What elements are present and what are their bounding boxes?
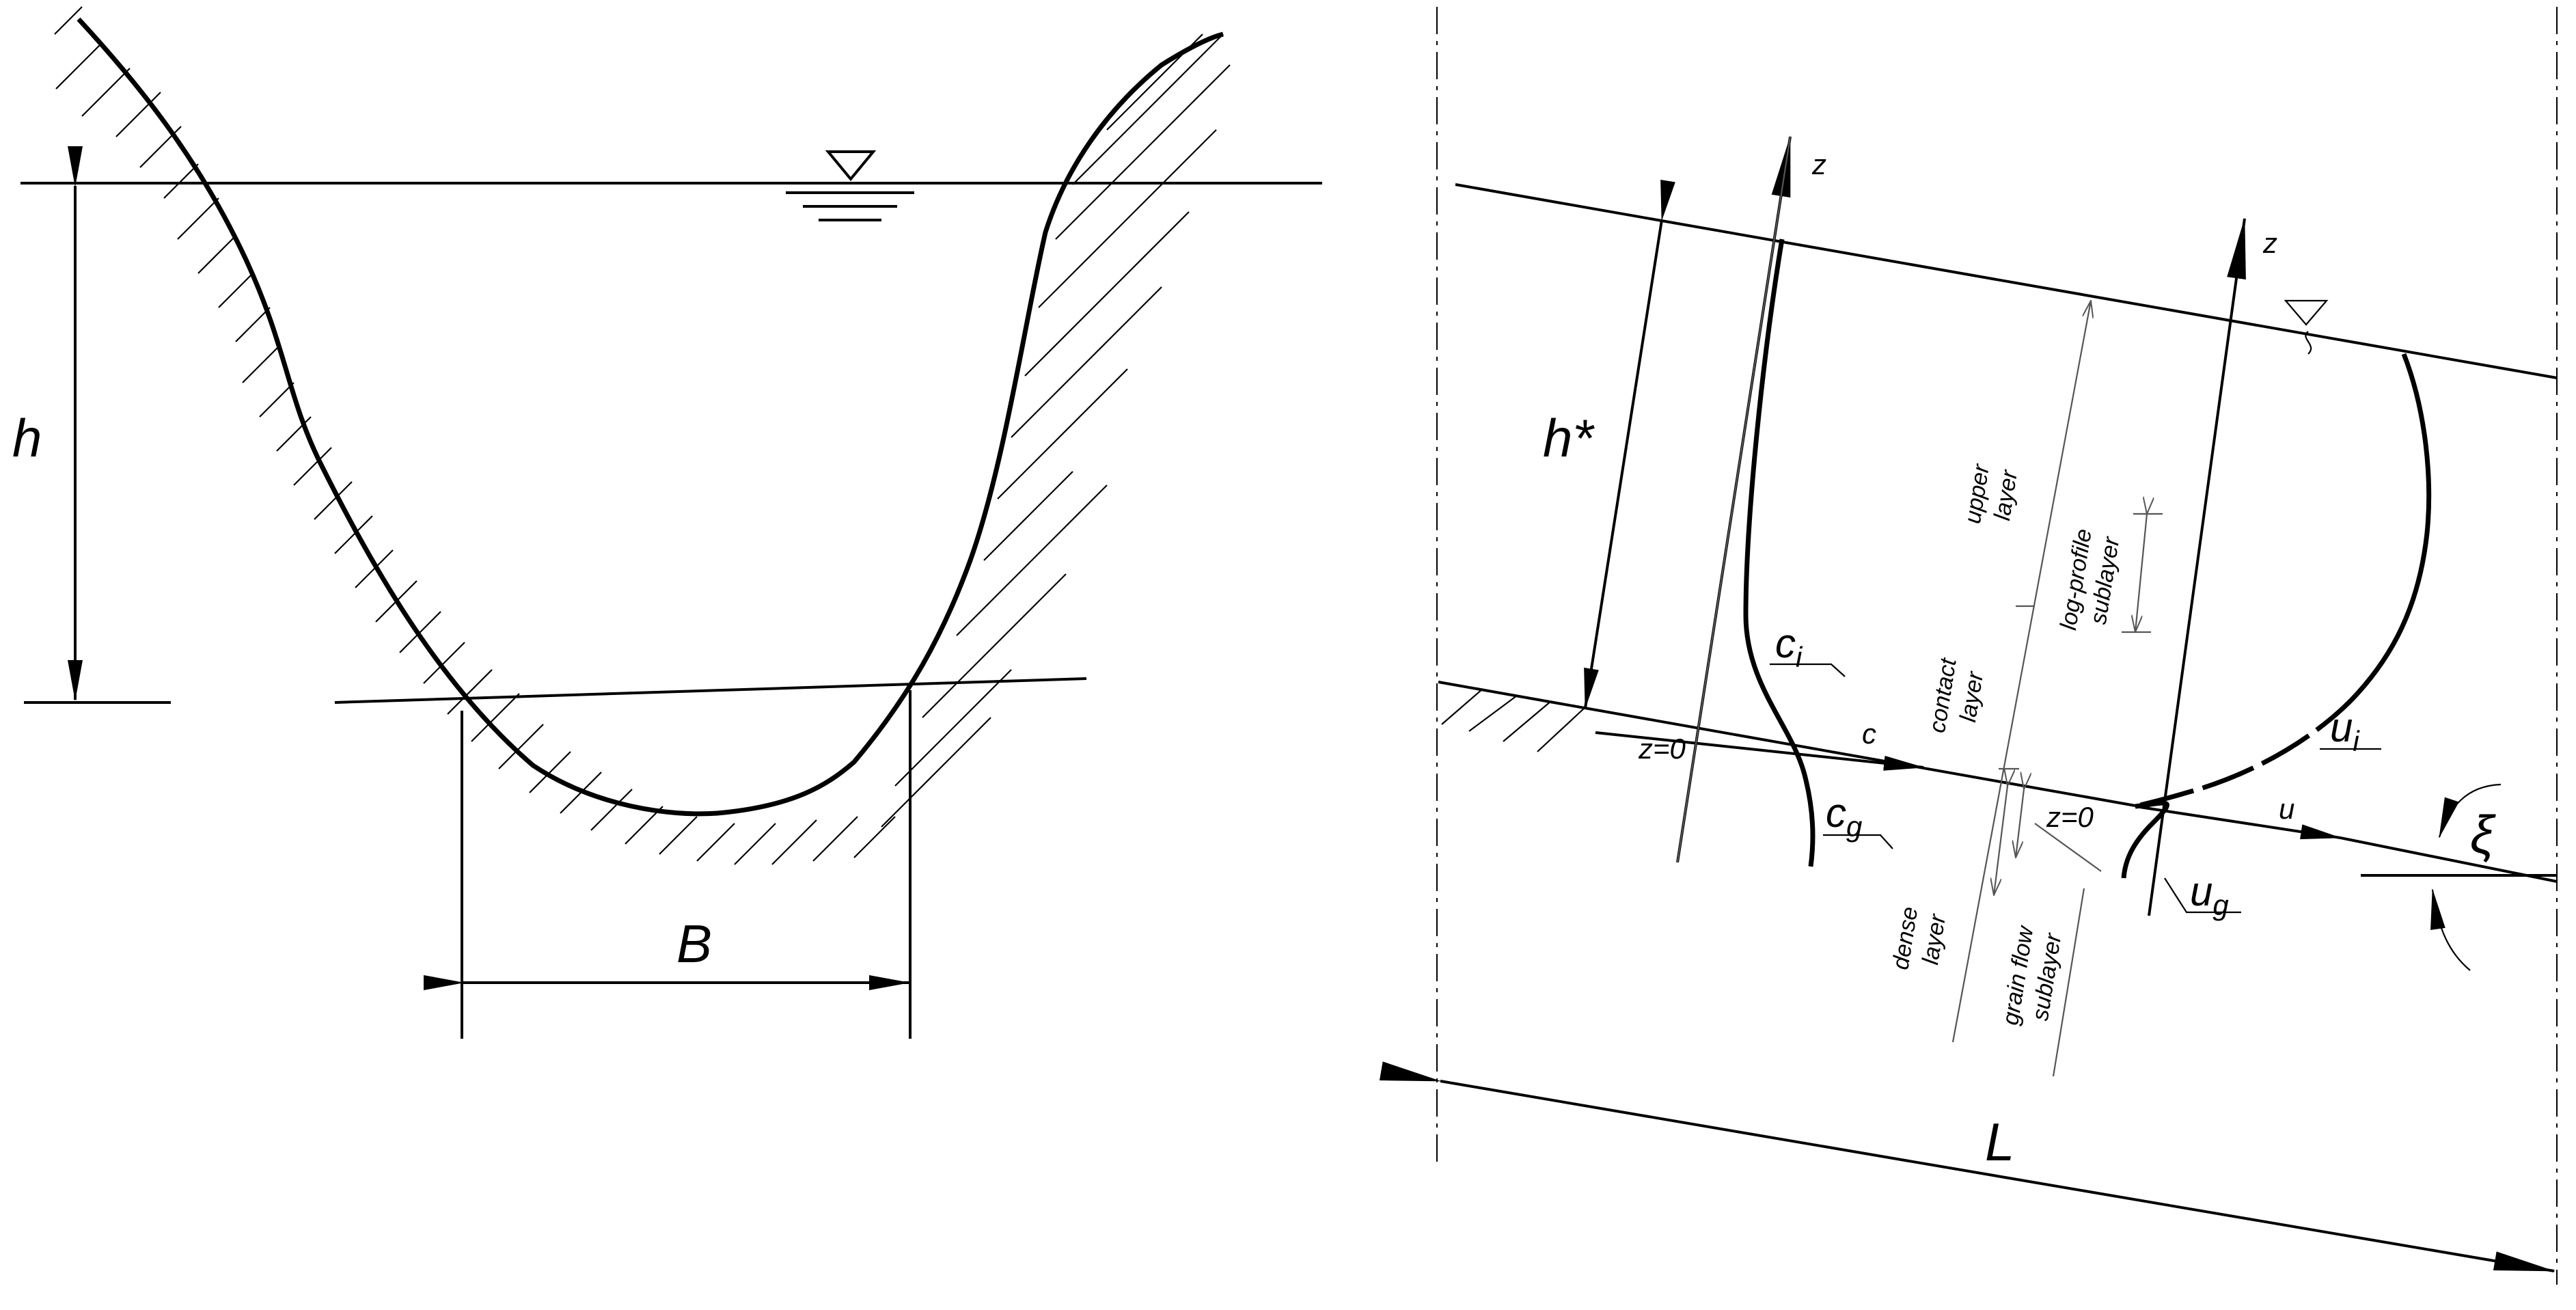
sloped-water-surface (1455, 183, 2558, 379)
grain-bracket (2016, 789, 2024, 858)
angle-arc-lower (2430, 888, 2471, 971)
sloped-bed-line (1438, 681, 2136, 807)
length-dimension-L (1379, 1061, 2556, 1272)
depth-dimension-h-star (1584, 179, 1675, 709)
z-axis-right-label: z (2262, 227, 2277, 259)
water-level-symbol-icon-right (2284, 299, 2329, 355)
velocity-profile-ug (2121, 800, 2169, 879)
ci-label: ci (1775, 620, 1803, 673)
concentration-profile-ci (1743, 238, 1815, 867)
velocity-profile-ui (2355, 353, 2432, 696)
layer-axis-lower (2052, 888, 2085, 1077)
depth-label-h: h (12, 408, 42, 468)
velocity-profile-ui-dashed (2135, 692, 2359, 809)
width-label-B: B (676, 914, 712, 974)
u-axis (2135, 805, 2342, 840)
c-axis (1595, 731, 1925, 771)
angle-arc-upper (2438, 783, 2502, 838)
sublayer-bracket (2135, 514, 2147, 632)
layer-axis-main (1951, 301, 2091, 1043)
bank-hatching-left (54, 6, 817, 865)
dense-layer-label: dense layer (1887, 899, 1952, 976)
cross-section-panel: h B (12, 6, 1322, 1039)
ug-label: ug (2190, 869, 2229, 921)
log-profile-sublayer-label: log-profile sublayer (2055, 521, 2126, 636)
u-axis-label: u (2279, 793, 2294, 825)
depth-label-h-star: h* (1543, 408, 1595, 468)
contact-layer-label: contact layer (1924, 651, 1991, 739)
dense-bracket (1994, 786, 2008, 895)
c-axis-label: c (1862, 718, 1876, 750)
angle-label-xi: ξ (2470, 804, 2496, 864)
z-axis-left-label: z (1811, 148, 1826, 180)
bed-reference-line (334, 677, 1087, 704)
bank-hatching-right (812, 33, 1231, 862)
grain-flow-sublayer-label: grain flow sublayer (1997, 918, 2068, 1032)
upper-layer-label: upper layer (1960, 456, 2024, 530)
bed-hatching (1441, 688, 1586, 752)
z-zero-left-label: z=0 (1638, 733, 1686, 765)
length-label-L: L (1985, 1112, 2014, 1172)
ui-label: ui (2330, 705, 2360, 757)
longitudinal-section-panel: h* L z ci cg c z=0 z ui ug u z=0 (1379, 7, 2558, 1285)
z-zero-right-label: z=0 (2046, 801, 2094, 833)
channel-bed-profile (77, 17, 1224, 817)
concentration-axis-guide (1676, 136, 1792, 863)
water-level-symbol-icon (786, 150, 914, 221)
